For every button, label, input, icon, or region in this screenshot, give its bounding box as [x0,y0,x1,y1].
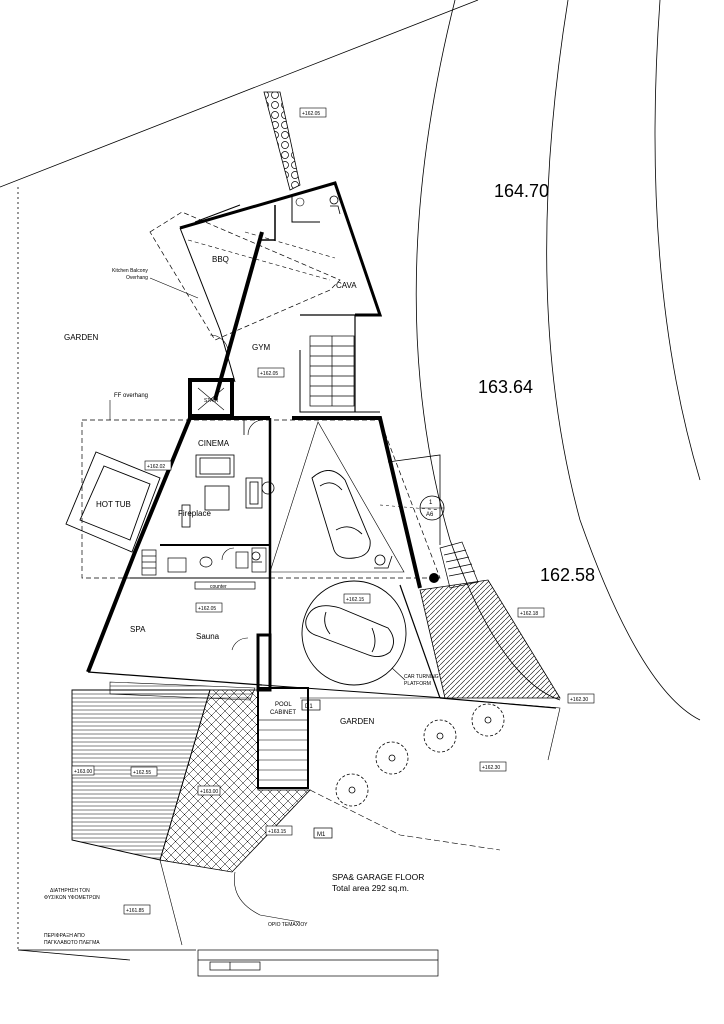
room-label-gym: GYM [252,343,271,352]
svg-text:D1: D1 [305,704,313,710]
leader-car [391,667,406,681]
door-swing-top [295,197,305,207]
upper-wing-walls [179,181,383,413]
scale-bar [197,949,439,977]
note-ff-overhang: FF overhang [114,393,148,399]
note-counter: counter [210,584,227,590]
garage-triangle [269,421,405,573]
level-label: +162.18 [520,611,538,617]
car-garage [311,470,371,559]
level-label: +163.00 [200,789,218,795]
room-label-fireplace: Fireplace [178,509,211,518]
room-label-cabinet: CABINET [270,710,296,716]
stair-gym [309,335,355,407]
note-platform: PLATFORM [404,681,431,687]
level-label: +162.30 [482,765,500,771]
room-label-bbq: BBQ [212,255,229,264]
level-label: +162.55 [133,770,151,776]
svg-text:M1: M1 [317,832,326,838]
garden-slope [300,697,561,761]
lift-shaft: STAIR [188,378,234,418]
stone-retaining-wall [263,91,301,191]
car-turning-platform [301,580,407,686]
garden-edge [159,859,183,946]
ramp-hatch [419,579,561,699]
pool-cabinet [257,687,309,789]
level-label: +162.05 [260,371,278,377]
svg-text:1: 1 [429,500,433,506]
door-swing-gym [209,334,229,351]
tag-d1: D1 [301,699,321,711]
cinema-furniture [181,454,275,528]
tag-m1: M1 [313,827,333,839]
note-car-turning: CAR TURNING [404,674,439,680]
level-label: +162.05 [198,606,216,612]
level-label: +161.85 [126,908,144,914]
ff-overhang [81,419,441,579]
title-line-1: SPA& GARAGE FLOOR [332,872,424,882]
site-boundary [0,0,479,961]
hot-tub [65,451,161,553]
door-swing-spa [221,547,235,561]
boundary-right [387,454,441,545]
level-label: +163.15 [268,829,286,835]
title-line-2: Total area 292 sq.m. [332,883,409,893]
garden-bottom-edge [309,789,501,851]
spa-fixtures [141,547,267,590]
note-greek-2a: ΠΕΡΙΦΡΑΞΗ ΑΠΟ [44,933,85,939]
note-greek-2b: ΠΑΓΚΛΑΒΩΤΟ ΠΛΕΓΜΑ [44,940,100,946]
room-label-garden-right: GARDEN [340,717,374,726]
room-label-spa: SPA [130,625,146,634]
note-greek-3: ΟΡΙΟ ΤΕΜΑΧΙΟΥ [268,922,308,928]
level-label: +162.05 [302,111,320,117]
door-swing-sauna [231,637,249,651]
level-tag-boxes [71,107,595,915]
note-overhang: Overhang [126,275,148,281]
contour-label-163: 163.64 [478,377,533,397]
note-greek-1a: ΔΙΑΤΗΡΗΣΗ ΤΟΝ [50,888,90,894]
tree-symbols [335,703,505,807]
note-kitchen-balcony: Kitchen Balcony [112,268,148,274]
section-marker: 1 A6 [419,495,445,521]
room-label-cava: CAVA [336,281,357,290]
boundary-curve [233,871,301,923]
drain-symbol [429,573,439,583]
level-label: +162.30 [570,697,588,703]
room-label-hot-tub: HOT TUB [96,500,131,509]
garage-dashed [379,504,441,511]
room-label-sauna: Sauna [196,632,220,641]
level-label: +162.15 [346,597,364,603]
door-swing-cinema [247,419,264,436]
contour-label-162: 162.58 [540,565,595,585]
room-label-cinema: CINEMA [198,439,230,448]
room-label-pool: POOL [275,702,292,708]
room-label-garden-left: GARDEN [64,333,98,342]
level-label: +163.00 [74,769,92,775]
note-greek-1b: ΦΥΣΙΚΩΝ ΥΦΟΜΕΤΡΩΝ [44,895,100,901]
person-symbols [251,195,393,569]
kitchen-balcony-overhang [149,211,341,341]
contour-label-164: 164.70 [494,181,549,201]
svg-text:A6: A6 [426,512,434,518]
svg-text:STAIR: STAIR [204,398,219,404]
leader-kitchen [149,277,199,299]
level-label: +162.02 [147,464,165,470]
